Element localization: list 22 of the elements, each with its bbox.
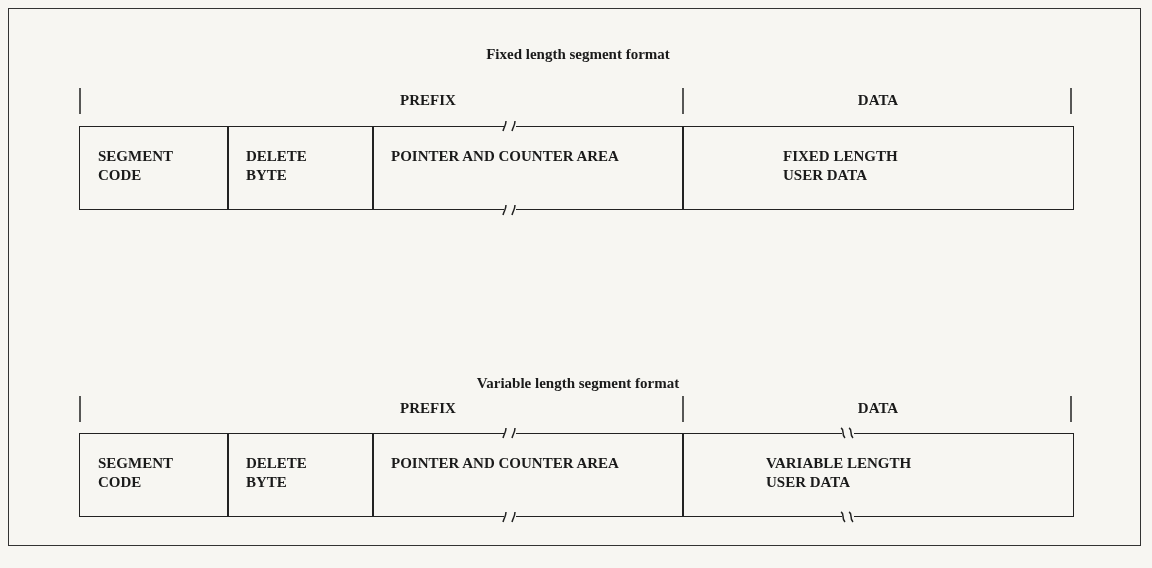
field-box [227,433,374,517]
field-label: POINTER AND COUNTER AREA [391,147,620,166]
field-label: POINTER AND COUNTER AREA [391,454,620,473]
span-label: PREFIX [400,400,456,417]
field-label: DELETE BYTE [246,147,308,185]
section-title: Variable length segment format [476,375,680,392]
span-label: DATA [857,400,899,417]
field-box [227,126,374,210]
field-box [682,126,1074,210]
field-label: DELETE BYTE [246,454,308,492]
field-box [682,433,1074,517]
span-label: DATA [857,92,899,109]
field-box [79,126,229,210]
field-label: VARIABLE LENGTH USER DATA [766,454,913,492]
field-box [372,433,684,517]
section-title: Fixed length segment format [486,46,670,63]
field-box [79,433,229,517]
field-label: SEGMENT CODE [98,454,174,492]
field-label: FIXED LENGTH USER DATA [783,147,899,185]
field-box [372,126,684,210]
span-label: PREFIX [400,92,456,109]
field-label: SEGMENT CODE [98,147,174,185]
